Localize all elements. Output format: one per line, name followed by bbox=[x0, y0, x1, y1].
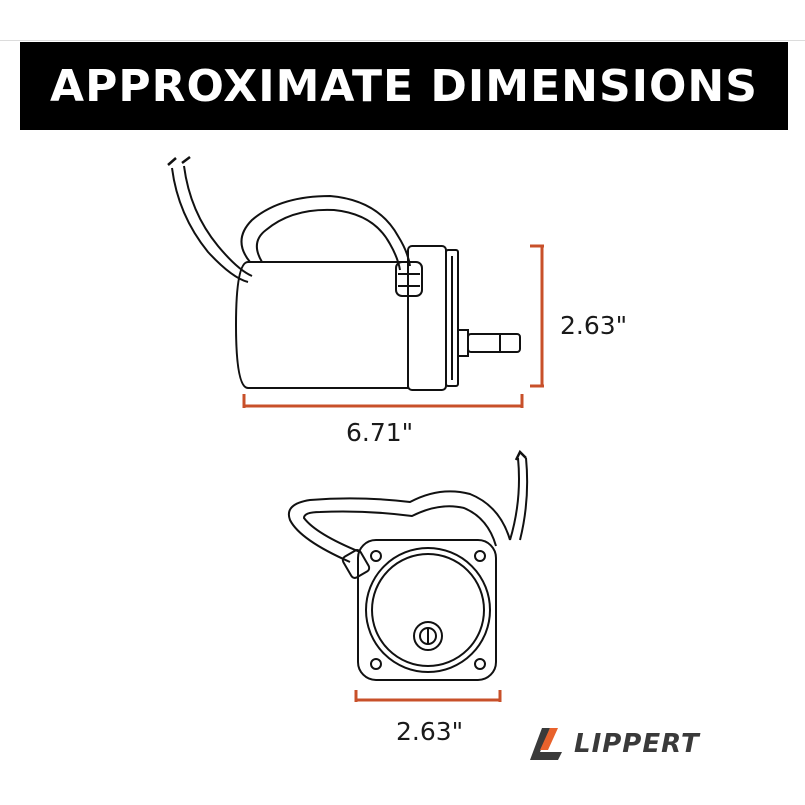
pump-housing bbox=[407, 245, 447, 391]
end-wire-2 bbox=[519, 457, 529, 541]
title-banner: APPROXIMATE DIMENSIONS bbox=[20, 42, 788, 130]
mount-hole-top-right bbox=[474, 550, 486, 562]
side-height-label: 2.63" bbox=[560, 311, 628, 340]
end-wire-1 bbox=[509, 457, 520, 541]
mount-hole-top-left bbox=[370, 550, 382, 562]
end-body-inner bbox=[371, 553, 485, 667]
motor-body bbox=[234, 261, 409, 389]
brand-name: LIPPERT bbox=[574, 729, 700, 759]
end-body-outer bbox=[365, 547, 491, 673]
motor-end-view bbox=[288, 449, 529, 681]
end-hose-inner bbox=[302, 505, 497, 553]
end-hose-outer bbox=[288, 490, 511, 563]
hose-loop-outer bbox=[240, 194, 411, 267]
lead-wire-1 bbox=[171, 167, 249, 283]
top-divider bbox=[0, 40, 805, 41]
end-flange bbox=[357, 539, 497, 681]
lippert-logo: LIPPERT bbox=[528, 723, 758, 765]
shaft-collar bbox=[457, 329, 469, 357]
lead-wire-2 bbox=[183, 165, 253, 277]
end-hose-fitting bbox=[341, 549, 371, 579]
outlet-shaft bbox=[467, 333, 521, 353]
end-outlet-outer bbox=[413, 621, 443, 651]
lippert-mark-icon bbox=[530, 728, 562, 760]
end-width-dimension bbox=[354, 690, 502, 702]
page-title: APPROXIMATE DIMENSIONS bbox=[50, 60, 758, 112]
hose-loop-inner bbox=[255, 208, 401, 271]
side-height-dimension bbox=[530, 244, 544, 388]
end-width-label: 2.63" bbox=[396, 717, 464, 746]
motor-side-view bbox=[167, 156, 521, 391]
end-wire-tip bbox=[514, 449, 527, 461]
mount-hole-bottom-right bbox=[474, 658, 486, 670]
wire-tips bbox=[167, 156, 191, 166]
side-length-dimension bbox=[242, 394, 524, 408]
mount-hole-bottom-left bbox=[370, 658, 382, 670]
side-length-label: 6.71" bbox=[346, 418, 414, 447]
end-plate bbox=[445, 249, 459, 387]
